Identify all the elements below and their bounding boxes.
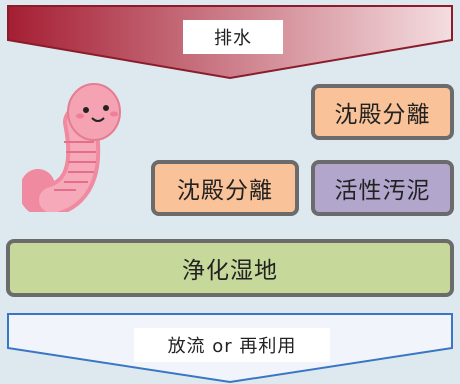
- activated-sludge-box: 活性汚泥: [311, 160, 454, 216]
- wetland-box: 浄化湿地: [6, 239, 454, 297]
- top-arrow-label: 排水: [183, 20, 283, 54]
- worm-icon: [19, 82, 142, 218]
- bottom-arrow: 放流 or 再利用: [0, 310, 460, 384]
- sedimentation-box-top: 沈殿分離: [311, 84, 454, 140]
- top-arrow: 排水: [0, 0, 460, 80]
- sedimentation-box-left: 沈殿分離: [151, 160, 299, 216]
- bottom-arrow-label: 放流 or 再利用: [134, 328, 330, 362]
